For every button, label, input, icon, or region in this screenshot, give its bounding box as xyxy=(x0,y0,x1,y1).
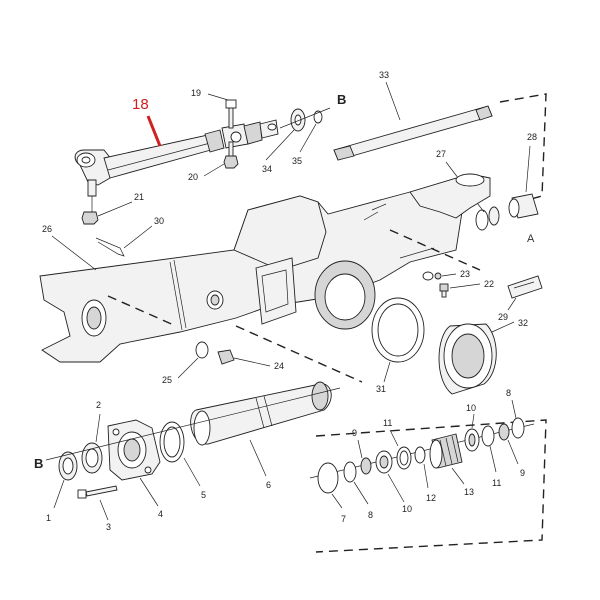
washer-9a[interactable] xyxy=(360,457,372,475)
callout-3: 3 xyxy=(106,522,111,532)
callout-10: 10 xyxy=(402,504,412,514)
leader-lower-right xyxy=(315,419,547,553)
callout-11: 11 xyxy=(492,478,501,488)
bolt-3[interactable] xyxy=(77,485,118,499)
callout-2: 2 xyxy=(96,400,101,410)
axis-right xyxy=(389,229,481,271)
nut-21[interactable] xyxy=(81,211,99,225)
callout-23: 23 xyxy=(460,269,470,279)
bearing-2[interactable] xyxy=(81,442,103,474)
spacer-11a[interactable] xyxy=(396,446,412,470)
axis-center xyxy=(235,325,363,383)
cotter-pin-30[interactable] xyxy=(95,237,125,257)
callout-5: 5 xyxy=(201,490,206,500)
callout-12: 12 xyxy=(426,493,436,503)
axis-bottom-left xyxy=(45,387,341,461)
callout-27: 27 xyxy=(436,149,446,159)
callout-19: 19 xyxy=(191,88,201,98)
ring-12[interactable] xyxy=(414,446,426,464)
seal-27[interactable] xyxy=(475,206,500,231)
callout-33: 33 xyxy=(379,70,389,80)
snap-ring-8a[interactable] xyxy=(343,461,357,483)
cap-4[interactable] xyxy=(107,419,161,481)
tie-rod-18[interactable] xyxy=(74,119,279,197)
callout-8: 8 xyxy=(368,510,373,520)
washer-10a[interactable] xyxy=(375,450,393,474)
callout-13: 13 xyxy=(464,487,474,497)
callout-1: 1 xyxy=(46,513,51,523)
washer-10b[interactable] xyxy=(464,428,480,452)
gear-13[interactable] xyxy=(429,433,463,469)
section-a: A xyxy=(527,233,535,245)
spacer-11b[interactable] xyxy=(481,425,495,447)
section-b-top: B xyxy=(337,92,346,107)
callout-26: 26 xyxy=(42,224,52,234)
bolt-22[interactable] xyxy=(439,283,449,298)
section-b-bottom: B xyxy=(34,456,43,471)
callout-32: 32 xyxy=(518,318,528,328)
callout-20: 20 xyxy=(188,172,198,182)
callout-29: 29 xyxy=(498,312,508,322)
callout-21: 21 xyxy=(134,192,144,202)
snap-ring-8b[interactable] xyxy=(511,417,525,439)
cover-32[interactable] xyxy=(438,323,497,395)
axle-shaft-33[interactable] xyxy=(333,105,493,161)
o-ring-25[interactable] xyxy=(195,341,209,359)
callout-10: 10 xyxy=(466,403,476,413)
callout-9: 9 xyxy=(520,468,525,478)
plug-24[interactable] xyxy=(217,349,235,365)
seal-31[interactable] xyxy=(371,297,425,363)
nut-20[interactable] xyxy=(223,141,239,169)
ring-7[interactable] xyxy=(317,462,339,494)
pad-29[interactable] xyxy=(507,275,543,299)
callout-24: 24 xyxy=(274,361,284,371)
highlight-leader-18 xyxy=(146,115,162,147)
callout-35: 35 xyxy=(292,156,302,166)
callout-25: 25 xyxy=(162,375,172,385)
seal-1[interactable] xyxy=(58,451,78,481)
bushing-28[interactable] xyxy=(508,193,539,219)
highlight-label-18: 18 xyxy=(132,96,149,113)
callout-9: 9 xyxy=(352,428,357,438)
callout-4: 4 xyxy=(158,509,163,519)
callout-30: 30 xyxy=(154,216,164,226)
callout-31: 31 xyxy=(376,384,386,394)
callout-7: 7 xyxy=(341,514,346,524)
washer-9b[interactable] xyxy=(498,423,510,441)
leader-a xyxy=(499,93,547,205)
callout-8: 8 xyxy=(506,388,511,398)
callout-11: 11 xyxy=(383,418,392,428)
o-ring-5[interactable] xyxy=(159,421,185,463)
callout-22: 22 xyxy=(484,279,494,289)
pin-6[interactable] xyxy=(190,381,332,446)
washer-34[interactable] xyxy=(290,108,306,132)
bolt-19[interactable] xyxy=(225,99,237,129)
callout-34: 34 xyxy=(262,164,272,174)
plug-23[interactable] xyxy=(422,271,442,281)
ring-35[interactable] xyxy=(313,110,323,124)
callout-6: 6 xyxy=(266,480,271,490)
axis-left xyxy=(107,295,177,327)
callout-28: 28 xyxy=(527,132,537,142)
